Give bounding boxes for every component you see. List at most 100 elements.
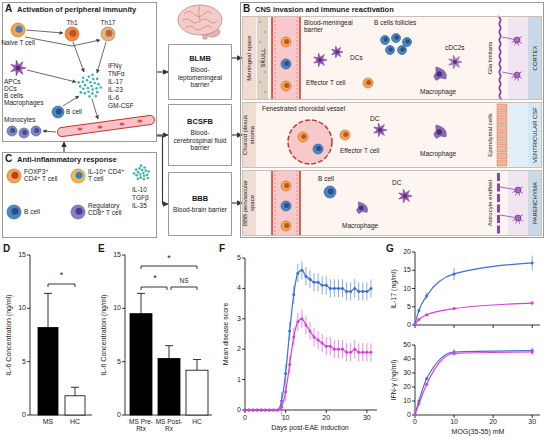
glia-limitans (498, 16, 502, 100)
cell-nucleus (436, 71, 442, 77)
effector-t-cell (298, 132, 308, 142)
error-bar (415, 324, 416, 325)
cytokine-dot (90, 85, 93, 88)
naive-t-cell (11, 23, 25, 37)
fenestrated-vessel (288, 120, 332, 164)
cell-label: Naive T cell (1, 39, 35, 46)
row-label-strip (242, 102, 256, 168)
panel-box: AActivation of peripheral immunity (2, 2, 157, 142)
astrocyte (514, 72, 520, 78)
tick-label: 3 (237, 315, 241, 323)
axis-title: Days post-EAE induction (271, 424, 348, 432)
blood-vessel-wall (62, 120, 150, 132)
axis-tick (27, 308, 30, 309)
cell-label: Macrophage (420, 88, 456, 95)
cell-nucleus (378, 128, 382, 132)
connector-arrow (157, 71, 168, 72)
red-blood-cell (120, 123, 125, 126)
error-bar (418, 403, 419, 404)
data-point (288, 363, 291, 366)
barrier-layer (297, 170, 298, 236)
astrocyte-endfoot (497, 184, 500, 192)
axis-tick (412, 345, 415, 346)
data-point (417, 402, 420, 405)
error-bar (354, 279, 355, 297)
axis-tick (412, 373, 415, 374)
compartment-name: BBB perivascular space (242, 173, 255, 233)
data-point (417, 309, 420, 312)
cytokine-dot (139, 176, 142, 179)
panel-box: CAnti-inflammatory response (2, 152, 157, 238)
data-point (353, 287, 356, 290)
cytokine-dot (147, 177, 150, 180)
data-point (304, 323, 307, 326)
cell-nucleus (12, 172, 19, 179)
cytokine-dot (144, 169, 147, 172)
data-point (256, 409, 259, 412)
tick-label: 20 (403, 248, 411, 256)
category-label: HC (70, 418, 80, 426)
astrocyte (515, 215, 521, 221)
error-bar (454, 350, 455, 356)
cytokine-dot (82, 87, 85, 90)
data-point (329, 345, 332, 348)
b-cell (392, 34, 401, 43)
tick-label: 0 (407, 321, 411, 329)
tissue-ground (242, 102, 542, 168)
pathway-arrow (27, 70, 76, 82)
data-point (256, 409, 259, 412)
b-cell (313, 144, 323, 154)
tissue-ground (242, 170, 542, 236)
bone-pore (259, 21, 261, 23)
panel-letter: F (219, 243, 225, 254)
axis-tick (242, 379, 245, 380)
cytokine-dot (92, 78, 95, 81)
cell-label: FOXP3⁺ CD4⁺ T cell (24, 168, 66, 182)
structure-label: Glia limitans (487, 18, 494, 98)
cytokine-dot (94, 95, 97, 98)
data-point (292, 293, 295, 296)
row-label-strip (242, 170, 256, 236)
cell-nucleus (22, 130, 27, 135)
error-bar (350, 343, 351, 361)
row-label-strip (242, 16, 256, 100)
cell-subtype: B cells (4, 92, 23, 99)
tick-label: 0 (243, 414, 247, 422)
error-bar (346, 282, 347, 300)
effector-t-cell (281, 37, 291, 47)
tick-label: 2 (237, 345, 241, 353)
blood-vessel (272, 170, 300, 236)
error-bar (418, 309, 419, 313)
data-point (304, 275, 307, 278)
error-bar (532, 349, 533, 355)
cell-nucleus (16, 66, 21, 71)
data-point (317, 281, 320, 284)
panel-ground (240, 2, 544, 238)
structure-label: Fenestrated choroidal vessel (262, 105, 345, 112)
error-bar (342, 340, 343, 358)
compartment-name: Choroid plexus stroma (242, 105, 255, 165)
barrier-box: BCSFBBlood-cerebrospinal fluid barrier (168, 104, 232, 166)
compartment-band: Choroid plexus stroma (242, 102, 542, 168)
data-point (333, 348, 336, 351)
brain-icon (178, 5, 222, 35)
axis-tick (412, 401, 415, 402)
cytokine-dot (84, 84, 87, 87)
error-bar (366, 343, 367, 361)
bar (130, 314, 152, 415)
data-point (252, 409, 255, 412)
pathway-arrow (73, 42, 84, 72)
cell-label: DCs (350, 54, 363, 61)
cell-subtype: Macrophages (4, 99, 43, 106)
structure-label: Ependymal cells (487, 103, 494, 167)
panel-letter: A (5, 3, 12, 14)
dendritic-cell (399, 189, 412, 203)
macrophage (434, 125, 446, 138)
tick-label: 1 (237, 376, 241, 384)
panel-heading: CNS invasion and immune reactivation (255, 5, 394, 14)
tick-label: 20 (489, 418, 497, 426)
error-bar (338, 279, 339, 297)
axis-tick (412, 288, 415, 289)
cytokine-dot (88, 76, 91, 79)
cytokine-dot (143, 174, 146, 177)
